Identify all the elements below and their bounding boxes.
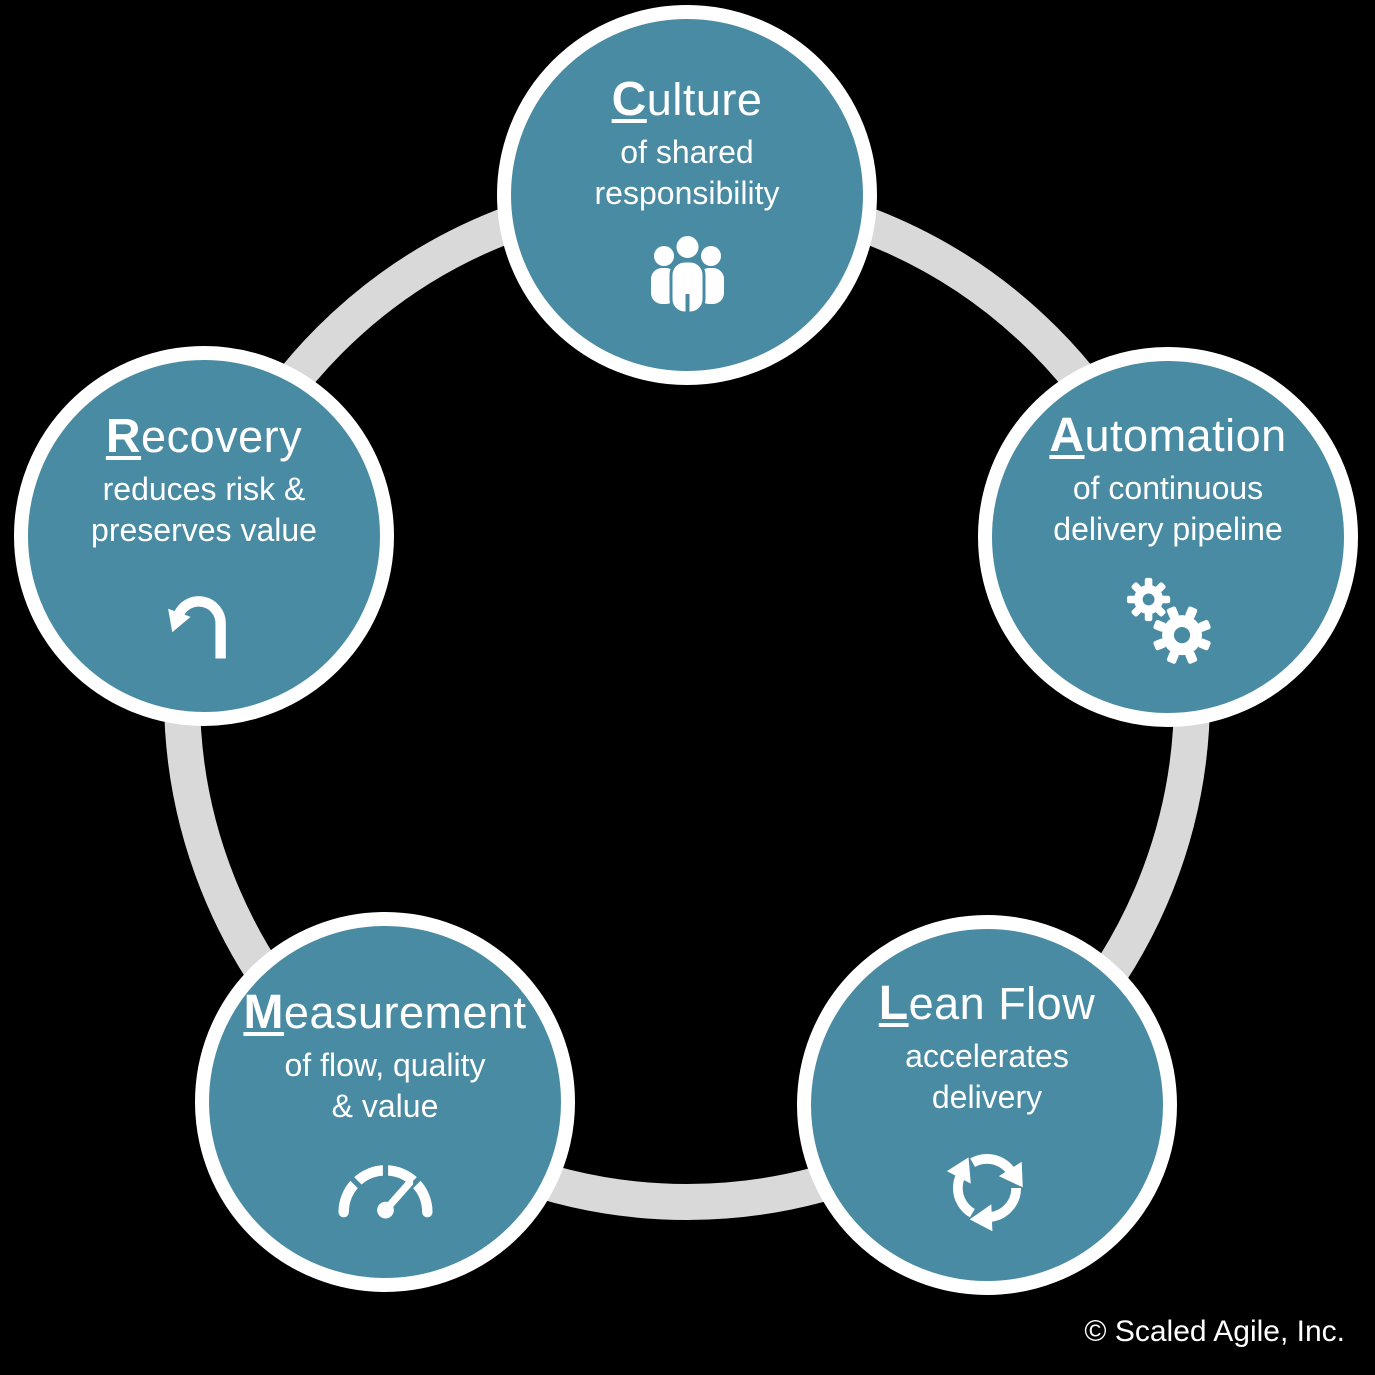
node-measurement: Measurement of flow, quality & value — [195, 912, 575, 1292]
gears-icon — [1114, 566, 1222, 674]
node-automation: Automation of continuous delivery pipeli… — [978, 347, 1358, 727]
node-title: Culture — [611, 72, 763, 127]
node-title: Recovery — [105, 409, 303, 464]
node-subtitle: reduces risk & preserves value — [91, 471, 317, 549]
title-rest: utomation — [1084, 409, 1287, 461]
lead-letter: R — [105, 409, 142, 463]
node-lean-flow: Lean Flow accelerates delivery — [797, 915, 1177, 1295]
undo-arrow-icon — [152, 567, 256, 671]
title-rest: easurement — [283, 986, 527, 1038]
node-subtitle: of shared responsibility — [594, 134, 780, 212]
lead-letter: C — [611, 72, 647, 126]
node-title: Measurement — [243, 985, 527, 1040]
node-culture: Culture of shared responsibility — [497, 5, 877, 385]
node-subtitle: of continuous delivery pipeline — [1053, 470, 1283, 548]
node-subtitle: of flow, quality & value — [284, 1047, 486, 1125]
lead-letter: L — [878, 976, 909, 1030]
node-title: Lean Flow — [878, 976, 1096, 1031]
node-title: Automation — [1049, 408, 1287, 463]
title-rest: ulture — [646, 73, 763, 125]
node-recovery: Recovery reduces risk & preserves value — [14, 346, 394, 726]
lead-letter: A — [1049, 408, 1085, 462]
lead-letter: M — [243, 985, 284, 1039]
title-rest: ecovery — [141, 410, 303, 462]
people-icon — [630, 230, 745, 326]
node-subtitle: accelerates delivery — [905, 1038, 1069, 1116]
cycle-arrows-icon — [933, 1134, 1041, 1242]
title-rest: ean Flow — [908, 977, 1096, 1029]
gauge-icon — [328, 1143, 443, 1227]
copyright-text: © Scaled Agile, Inc. — [1084, 1315, 1345, 1348]
